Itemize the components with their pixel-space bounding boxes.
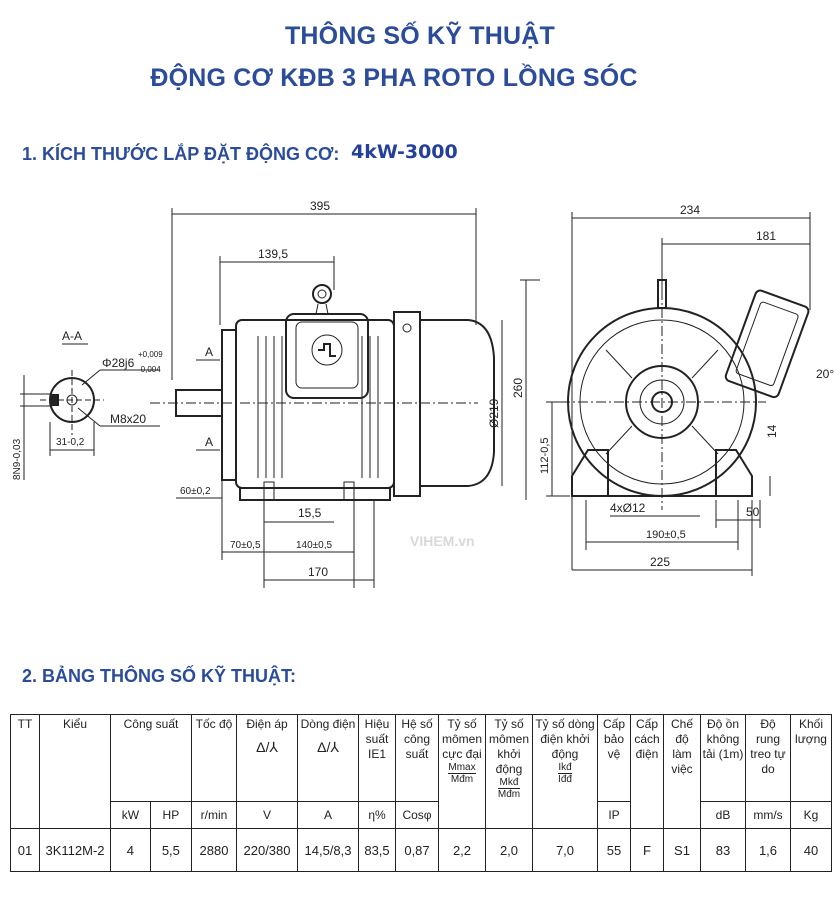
- header-kieu: Kiểu: [39, 714, 111, 829]
- header-toc-do: Tốc độ: [191, 714, 237, 802]
- cell-speed: 2880: [191, 828, 237, 872]
- diameter-dim: Ø219: [487, 398, 501, 428]
- tol-lower: -0,004: [138, 365, 161, 374]
- table-unit-row: kW HP r/min V A η% Cosφ IP dB mm/s Kg: [11, 801, 832, 829]
- cell-kw: 4: [110, 828, 151, 872]
- dim-14: 14: [765, 424, 779, 438]
- shaft-fit-dim: Φ28j6: [102, 356, 135, 370]
- technical-drawing: A-A 8N9-0,03 31-0,2 Φ28j6 +0,009 -0,004 …: [12, 199, 834, 588]
- dim-181: 181: [756, 229, 776, 243]
- dim-15: 15,5: [298, 506, 322, 520]
- unit-rmin: r/min: [191, 801, 237, 829]
- side-view: 395 139,5: [150, 199, 540, 588]
- front-view: 234 181 20° 112-0,5: [539, 203, 834, 576]
- cell-voltage: 220/380: [236, 828, 298, 872]
- table-row: 01 3K112M-2 4 5,5 2880 220/380 14,5/8,3 …: [10, 828, 832, 872]
- unit-db: dB: [700, 801, 746, 829]
- unit-eta: η%: [358, 801, 396, 829]
- watermark: VIHEM.vn: [410, 533, 475, 549]
- header-cap-cach-dien: Cấp cách điện: [630, 714, 664, 829]
- cell-mkd: 2,0: [485, 828, 533, 872]
- unit-kw: kW: [110, 801, 151, 829]
- cell-cos: 0,87: [395, 828, 439, 872]
- angle-dim: 20°: [816, 367, 834, 381]
- unit-mms: mm/s: [745, 801, 791, 829]
- dim-140: 140±0,5: [296, 540, 333, 551]
- section-2-title: 2. BẢNG THÔNG SỐ KỸ THUẬT:: [22, 666, 297, 686]
- dim-225: 225: [650, 555, 670, 569]
- holes-dim: 4xØ12: [610, 501, 646, 515]
- cell-efficiency: 83,5: [358, 828, 396, 872]
- unit-cos: Cosφ: [395, 801, 439, 829]
- dim-70: 70±0,5: [230, 540, 261, 551]
- length-dim: 395: [310, 199, 330, 213]
- title-line-1: THÔNG SỐ KỸ THUẬT: [284, 22, 556, 50]
- cell-mmax: 2,2: [438, 828, 486, 872]
- header-tt: TT: [10, 714, 40, 829]
- header-khoi-luong: Khối lượng: [790, 714, 832, 802]
- cell-vibration: 1,6: [745, 828, 791, 872]
- cell-hp: 5,5: [149, 828, 193, 872]
- header-do-rung: Độ rung treo tự do: [745, 714, 791, 802]
- cell-ip: 55: [597, 828, 631, 872]
- width-dim: 234: [680, 203, 700, 217]
- cell-duty: S1: [663, 828, 701, 872]
- cell-tt: 01: [10, 828, 40, 872]
- key-width-dim: 8N9-0,03: [12, 438, 23, 480]
- unit-ip: IP: [597, 801, 631, 829]
- title-line-2: ĐỘNG CƠ KĐB 3 PHA ROTO LỒNG SÓC: [150, 64, 638, 92]
- unit-v: V: [236, 801, 298, 829]
- header-he-so: Hệ số công suất: [395, 714, 439, 802]
- cell-kieu: 3K112M-2: [39, 828, 111, 872]
- dim-139: 139,5: [258, 247, 288, 261]
- header-do-on: Độ ồn không tải (1m): [700, 714, 746, 802]
- section-mark-top: A: [205, 345, 213, 359]
- cell-ikd: 7,0: [532, 828, 598, 872]
- cell-insulation: F: [630, 828, 664, 872]
- cell-noise: 83: [700, 828, 746, 872]
- header-cong-suat: Công suất: [110, 714, 192, 802]
- cell-current: 14,5/8,3: [297, 828, 359, 872]
- unit-a: A: [297, 801, 359, 829]
- dim-50: 50: [746, 505, 760, 519]
- section-1-title: 1. KÍCH THƯỚC LẮP ĐẶT ĐỘNG CƠ:: [22, 144, 340, 164]
- unit-kg: Kg: [790, 801, 832, 829]
- header-hieu-suat: Hiệu suất IE1: [358, 714, 396, 802]
- shaft-height-dim: 112-0,5: [539, 438, 551, 475]
- header-cap-bao-ve: Cấp bảo vệ: [597, 714, 631, 802]
- dim-190: 190±0,5: [646, 529, 686, 541]
- header-che-do: Chế độ làm việc: [663, 714, 701, 829]
- dim-170: 170: [308, 565, 328, 579]
- cell-weight: 40: [790, 828, 832, 872]
- thread-dim: M8x20: [110, 412, 146, 426]
- dim-60: 60±0,2: [180, 486, 211, 497]
- section-mark-bottom: A: [205, 435, 213, 449]
- height-dim: 260: [511, 378, 525, 398]
- key-depth-dim: 31-0,2: [56, 437, 85, 448]
- section-label: A-A: [62, 329, 82, 343]
- tol-upper: +0,009: [138, 350, 163, 359]
- unit-hp: HP: [149, 801, 193, 829]
- shaft-section-view: A-A 8N9-0,03 31-0,2 Φ28j6 +0,009 -0,004 …: [12, 329, 163, 480]
- model-label: 4kW-3000: [351, 141, 458, 163]
